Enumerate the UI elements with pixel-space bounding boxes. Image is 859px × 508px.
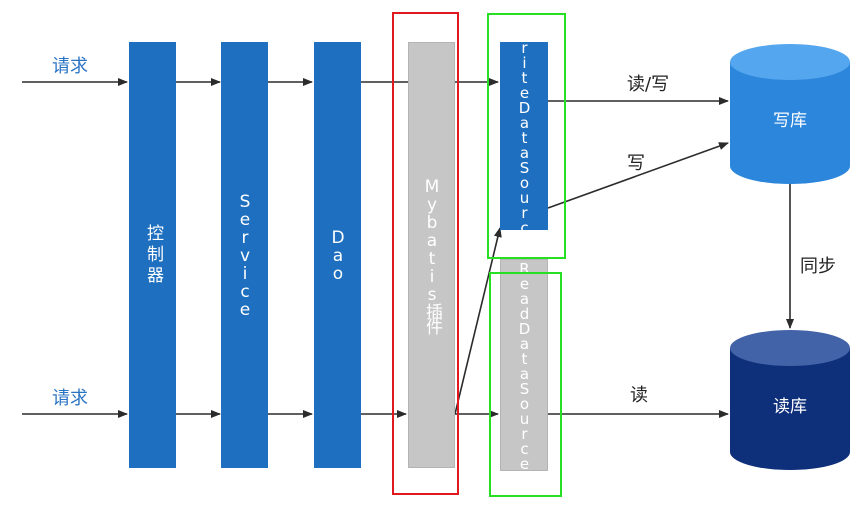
write-datasource-label: WriteDataSource [515,23,534,249]
write-database-label: 写库 [773,111,807,131]
request-bottom-label: 请求 [52,388,88,409]
write-edge-label: 写 [627,153,645,174]
write-datasource-highlight-frame [487,13,566,259]
read-datasource-highlight-frame [489,272,562,497]
read-write-edge-label: 读/写 [627,74,670,95]
mybatis-plugin-label: Mybatis插件 [422,177,442,333]
mybatis-plugin-highlight-frame [392,12,459,495]
read-datasource-label: ReadDataSource [515,260,534,470]
controller-column: 控制器 [129,42,176,468]
read-database: 读库 [730,330,850,470]
service-label: Service [235,192,255,318]
controller-label: 控制器 [143,223,163,287]
request-top-label: 请求 [52,56,88,77]
service-column: Service [221,42,268,468]
read-datasource-column: ReadDataSource [500,259,548,471]
write-datasource-column: WriteDataSource [500,24,548,249]
dao-label: Dao [328,228,348,282]
arrow-write-ds-to-write-db-write [547,142,729,209]
read-edge-label: 读 [630,385,648,406]
write-database: 写库 [730,44,850,184]
sync-edge-label: 同步 [800,256,836,277]
read-database-label: 读库 [773,397,807,417]
dao-column: Dao [314,42,361,468]
arrow-mybatis-to-write-ds [454,227,502,415]
mybatis-plugin-column: Mybatis插件 [408,42,455,468]
